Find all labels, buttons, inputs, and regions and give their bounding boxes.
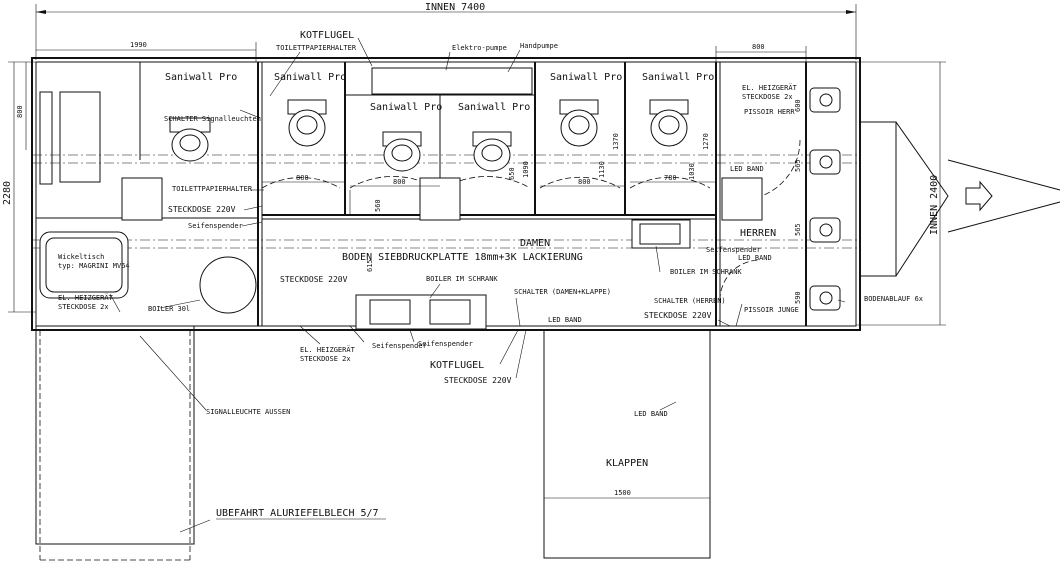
dim-1090-label: 1090 — [522, 161, 530, 178]
dim-1270-label: 1270 — [702, 133, 710, 150]
schalter-damen-label: SCHALTER (DAMEN+KLAPPE) — [514, 288, 611, 296]
dim-800-a-label: 800 — [296, 174, 309, 182]
dim-590-label: 590 — [794, 291, 802, 304]
kotflugel-bottom-label: KOTFLUGEL — [430, 360, 484, 371]
saniwall-label-5: Saniwall Pro — [550, 72, 622, 83]
signalleuchte-label: SIGNALLEUCHTE AUSSEN — [206, 408, 290, 416]
left-room-fixtures — [39, 91, 763, 314]
led-band-d-label: LED BAND — [634, 410, 668, 418]
steckdose-bottom-label: STECKDOSE 2x — [300, 355, 351, 363]
sinks — [355, 67, 691, 330]
wickeltisch-typ-label: typ: MAGRINI MV64 — [58, 262, 130, 270]
dim-1130-label: 1130 — [598, 161, 606, 178]
dim-615-label: 615 — [366, 259, 374, 272]
steckdose-herren-label: STECKDOSE 2x — [742, 93, 793, 101]
dim-800-c-label: 800 — [578, 178, 591, 186]
saniwall-label-6: Saniwall Pro — [642, 72, 714, 83]
dim-565-a-label: 565 — [794, 159, 802, 172]
leader-lines — [109, 37, 846, 533]
dim-innen-2400: INNEN 2400 — [856, 61, 946, 326]
dim-800-top: 800 — [715, 43, 807, 62]
klappen-flap: 1500 — [543, 329, 711, 559]
toilet-bowls — [169, 99, 689, 172]
schalter-signalleuchten-label: SCHALTER Signalleuchten — [164, 115, 261, 123]
led-band-b-label: LED BAND — [738, 254, 772, 262]
wickeltisch-label: Wickeltisch — [58, 253, 104, 261]
elektro-pumpe-label: Elektro-pumpe — [452, 44, 507, 52]
interior-dimensions: 800 800 800 780 560 650 1090 1130 1370 1… — [262, 99, 802, 304]
dim-565-b-label: 565 — [794, 223, 802, 236]
steckdose-220v-a-label: STECKDOSE 220V — [168, 205, 236, 214]
dim-1370-label: 1370 — [612, 133, 620, 150]
dim-560-label: 560 — [374, 199, 382, 212]
steckdose-220v-c-label: STECKDOSE 220V — [644, 311, 712, 320]
seifenspender-d-label: Seifenspender — [418, 340, 473, 348]
dim-800-top-label: 800 — [752, 43, 765, 51]
saniwall-label-1: Saniwall Pro — [165, 72, 237, 83]
dim-600-label: 600 — [794, 99, 802, 112]
boiler-im-schrank-b-label: BOILER IM SCHRANK — [670, 268, 742, 276]
ubefahrt-label: UBEFAHRT ALURIEFELBLECH 5/7 — [216, 508, 379, 519]
ramp — [35, 325, 195, 561]
led-band-a-label: LED BAND — [730, 165, 764, 173]
boden-label: BODEN SIEBDRUCKPLATTE 18mm+3K LACKIERUNG — [342, 252, 583, 263]
handpumpe-label: Handpumpe — [520, 42, 558, 50]
schalter-herren-label: SCHALTER (HERREN) — [654, 297, 726, 305]
dim-innen-7400-label: INNEN 7400 — [425, 2, 485, 13]
el-heizgeraet-bottom-label: EL. HEIZGERÄT — [300, 345, 356, 354]
steckdose-left-label: STECKDOSE 2x — [58, 303, 109, 311]
kotflugel-top-label: KOTFLUGEL — [300, 30, 354, 41]
dim-overall-length: INNEN 7400 — [35, 2, 857, 60]
urinals — [809, 87, 841, 311]
klappen-label: KLAPPEN — [606, 458, 648, 469]
steckdose-220v-b-label: STECKDOSE 220V — [280, 275, 348, 284]
led-band-c-label: LED BAND — [548, 316, 582, 324]
dim-800-left: 800 — [16, 62, 27, 150]
dim-2280-label: 2280 — [2, 181, 13, 205]
toilettpapierhalter-top-label: TOILETTPAPIERHALTER — [276, 44, 357, 52]
saniwall-label-4: Saniwall Pro — [458, 102, 530, 113]
towbar — [859, 121, 1061, 277]
damen-label: DAMEN — [520, 238, 550, 249]
boiler-im-schrank-a-label: BOILER IM SCHRANK — [426, 275, 498, 283]
dim-2280: 2280 — [2, 61, 36, 313]
dim-1990-label: 1990 — [130, 41, 147, 49]
seifenspender-a-label: Seifenspender — [188, 222, 243, 230]
dim-780-label: 780 — [664, 174, 677, 182]
pissoir-junge-label: PISSOIR JUNGE — [744, 306, 799, 314]
el-heizgeraet-herren-label: EL. HEIZGERÄT — [742, 83, 798, 92]
el-heizgeraet-left-label: EL. HEIZGERÄT — [58, 293, 114, 302]
dim-650-label: 650 — [508, 167, 516, 180]
dim-1500-label: 1500 — [614, 489, 631, 497]
interior-walls — [36, 62, 807, 326]
dim-1030-label: 1030 — [688, 163, 696, 180]
steckdose-220v-d-label: STECKDOSE 220V — [444, 376, 512, 385]
saniwall-label-3: Saniwall Pro — [370, 102, 442, 113]
saniwall-label-2: Saniwall Pro — [274, 72, 346, 83]
toilettpapierhalter-mid-label: TOILETTPAPIERHALTER — [172, 185, 253, 193]
dim-innen-2400-label: INNEN 2400 — [929, 175, 940, 235]
herren-label: HERREN — [740, 228, 776, 239]
boiler-30l-label: BOILER 30l — [148, 305, 190, 313]
dim-800-left-label: 800 — [16, 105, 24, 118]
seifenspender-c-label: Seifenspender — [372, 342, 427, 350]
bodenablauf-label: BODENABLAUF 6x — [864, 295, 923, 303]
seifenspender-b-label: Seifenspender — [706, 246, 761, 254]
dim-800-b-label: 800 — [393, 178, 406, 186]
pissoir-herr-label: PISSOIR HERR — [744, 108, 795, 116]
